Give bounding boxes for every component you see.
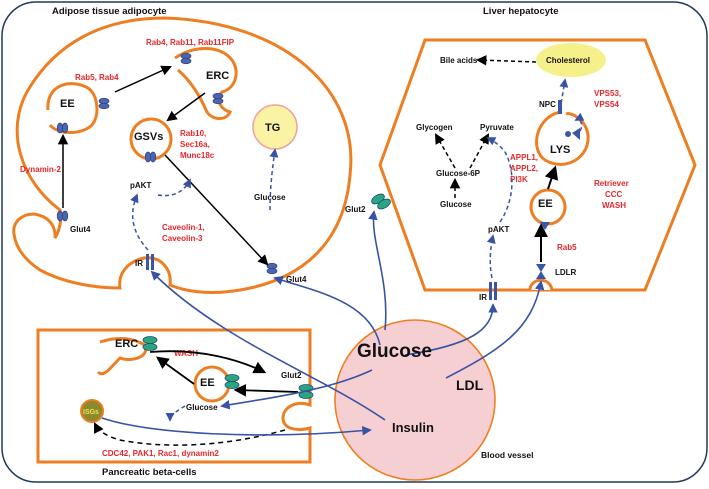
rab5-rab4-label: Rab5, Rab4 bbox=[75, 73, 119, 82]
cholesterol-droplet bbox=[536, 43, 606, 77]
adipose-ir-receptor bbox=[146, 254, 154, 270]
wash-beta-label: WASH bbox=[174, 349, 198, 358]
liver-traffic-arrows bbox=[534, 165, 559, 262]
beta-secretion-arrow bbox=[94, 422, 286, 446]
adipose-ir-label: IR bbox=[135, 259, 143, 268]
adipocyte-membrane bbox=[12, 16, 353, 294]
adipose-glut4-right-label: Glut4 bbox=[286, 275, 307, 284]
npc-label: NPC bbox=[539, 100, 556, 109]
rab10-label-3: Munc18c bbox=[180, 151, 215, 160]
liver-signal-arrows bbox=[486, 78, 585, 279]
liver-pakt-label: pAKT bbox=[488, 225, 509, 234]
blood-vessel bbox=[334, 319, 496, 481]
retriever-label-2: CCC bbox=[605, 190, 623, 199]
adipose-signal-arrows bbox=[130, 148, 279, 251]
bile-acids-label: Bile acids bbox=[440, 56, 478, 65]
vps-label-1: VPS53, bbox=[594, 89, 621, 98]
adipose-glut4-left-label: Glut4 bbox=[70, 225, 91, 234]
beta-glut2-transporters bbox=[142, 336, 314, 399]
lys-label: LYS bbox=[550, 144, 570, 156]
retriever-label-1: Retriever bbox=[594, 179, 629, 188]
ldlr-label: LDLR bbox=[555, 268, 577, 277]
vessel-glucose-label: Glucose bbox=[357, 341, 432, 362]
caveolin-label-2: Caveolin-3 bbox=[162, 234, 203, 243]
beta-title: Pancreatic beta-cells bbox=[102, 467, 197, 478]
vessel-ldl-label: LDL bbox=[456, 377, 484, 393]
beta-glucose-arrow bbox=[165, 405, 186, 422]
adipose-traffic-arrows bbox=[57, 65, 269, 266]
caveolin-label-1: Caveolin-1, bbox=[162, 223, 205, 232]
appl-label-2: APPL2, bbox=[510, 164, 538, 173]
liver-metabolism-arrows bbox=[434, 55, 537, 198]
liver-glut2-label: Glut2 bbox=[345, 205, 366, 214]
glycogen-label: Glycogen bbox=[416, 123, 453, 132]
adipose-pakt-label: pAKT bbox=[130, 181, 151, 190]
beta-glut2-label: Glut2 bbox=[281, 371, 302, 380]
adipose-glucose-label: Glucose bbox=[254, 193, 286, 202]
vps-label-2: VPS54 bbox=[594, 100, 619, 109]
hepatocyte-membrane bbox=[378, 38, 697, 292]
appl-label-1: APPL1, bbox=[510, 153, 538, 162]
adipose-ee-label: EE bbox=[60, 98, 75, 110]
rab10-label-2: Sec16a, bbox=[180, 140, 210, 149]
liver-glucose-label: Glucose bbox=[440, 200, 472, 209]
isgs-granule bbox=[80, 399, 104, 423]
isgs-label: ISGs bbox=[83, 409, 99, 416]
beta-glucose-label: Glucose bbox=[186, 403, 218, 412]
dynamin2-label: Dynamin-2 bbox=[20, 165, 61, 174]
lys-vesicle bbox=[535, 110, 590, 166]
adipose-ee-vesicle bbox=[46, 82, 99, 134]
adipose-title: Adipose tissue adipocyte bbox=[52, 6, 167, 17]
beta-erc-label: ERC bbox=[115, 338, 138, 350]
gsvs-label: GSVs bbox=[134, 131, 163, 143]
tg-label: TG bbox=[265, 122, 280, 134]
systemic-arrows bbox=[101, 210, 545, 436]
cholesterol-label: Cholesterol bbox=[546, 56, 590, 65]
rab10-label-1: Rab10, bbox=[180, 129, 206, 138]
glucose6p-label: Glucose-6P bbox=[436, 169, 481, 178]
vessel-title: Blood vessel bbox=[481, 450, 533, 460]
appl-label-3: PI3K bbox=[510, 175, 528, 184]
liver-ir-label: IR bbox=[479, 293, 487, 302]
beta-traffic-arrows bbox=[149, 350, 299, 397]
liver-ir-receptor bbox=[489, 282, 497, 300]
retriever-label-3: WASH bbox=[602, 201, 626, 210]
adipose-erc-label: ERC bbox=[206, 70, 229, 82]
rab5-liver-label: Rab5 bbox=[557, 243, 577, 252]
beta-cell-membrane bbox=[36, 328, 312, 464]
beta-ee-label: EE bbox=[200, 377, 215, 389]
rab4-rab11-label: Rab4, Rab11, Rab11FIP bbox=[146, 38, 235, 47]
cdc42-label: CDC42, PAK1, Rac1, dynamin2 bbox=[102, 449, 219, 458]
vessel-insulin-label: Insulin bbox=[392, 420, 434, 435]
liver-ee-label: EE bbox=[538, 198, 553, 210]
adipose-glut4-transporters bbox=[56, 52, 278, 275]
pyruvate-label: Pyruvate bbox=[480, 123, 514, 132]
beta-erc-compartment bbox=[96, 336, 148, 376]
liver-glut2-transporter bbox=[371, 193, 391, 210]
liver-title: Liver hepatocyte bbox=[483, 6, 559, 17]
